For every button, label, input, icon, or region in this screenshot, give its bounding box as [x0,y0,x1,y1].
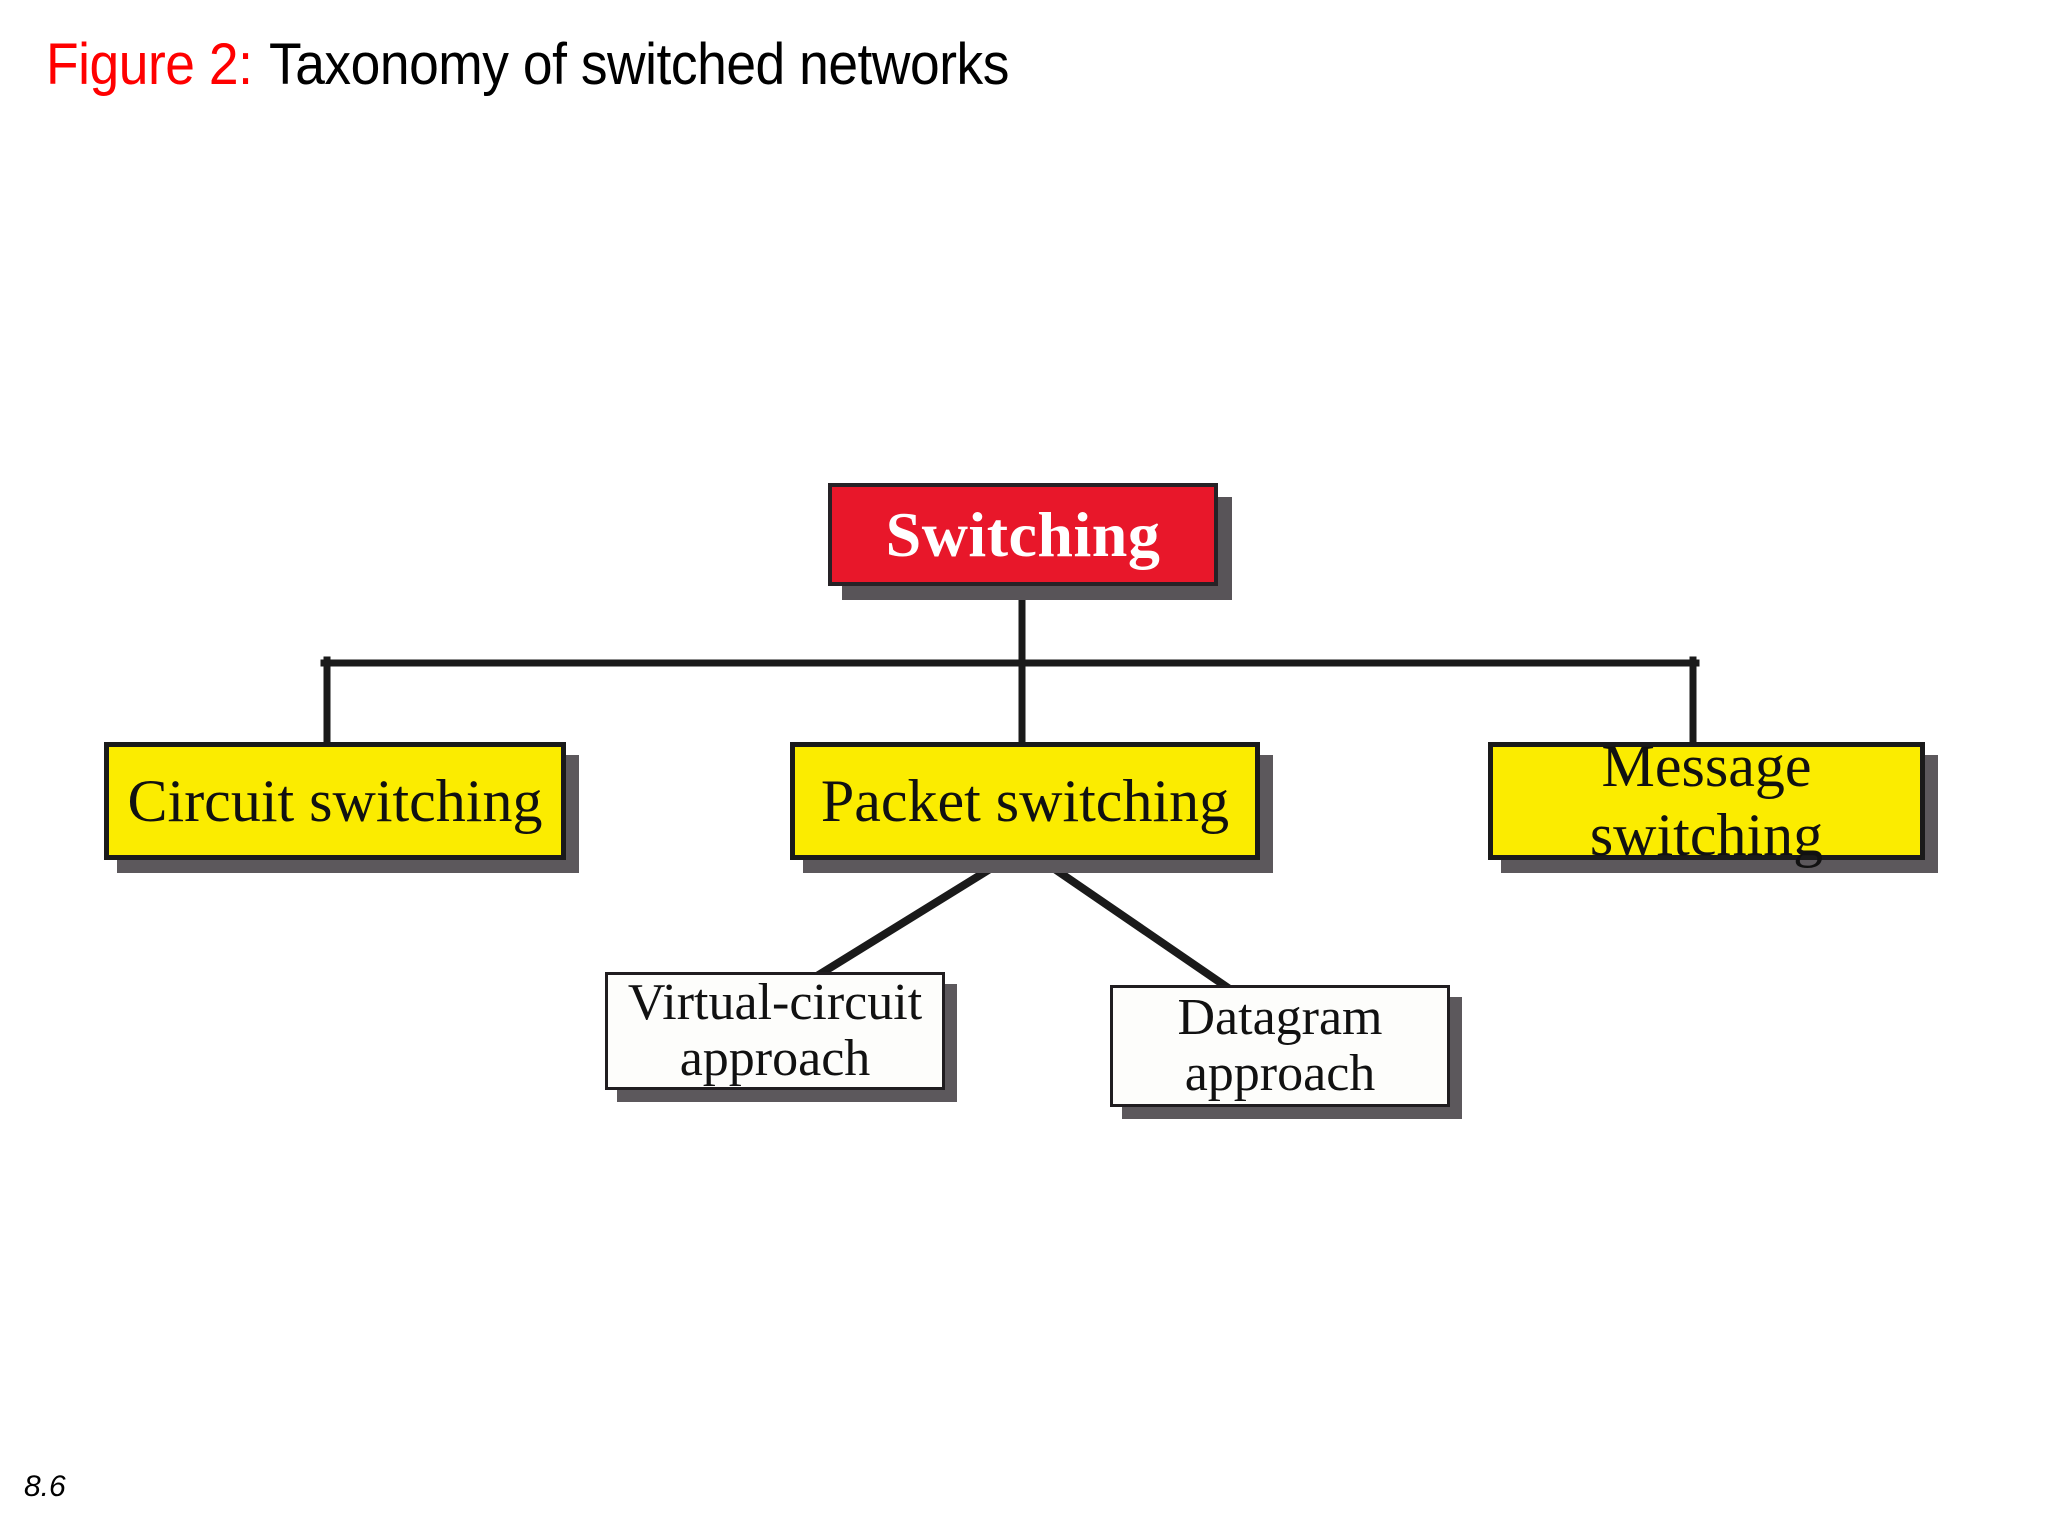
node-virtual-circuit-approach-label: Virtual-circuit approach [627,974,923,1087]
node-switching[interactable]: Switching [828,483,1218,586]
node-packet-switching-label: Packet switching [820,767,1230,834]
node-switching-label: Switching [885,498,1161,570]
page-title: Figure 2:Taxonomy of switched networks [46,30,1009,100]
slide-number: 8.6 [24,1470,66,1503]
node-datagram-approach-label: Datagram approach [1177,989,1383,1102]
node-packet-switching[interactable]: Packet switching [790,742,1260,860]
node-circuit-switching[interactable]: Circuit switching [104,742,566,860]
node-circuit-switching-label: Circuit switching [127,767,543,834]
node-message-switching-label: Message switching [1589,733,1824,868]
node-datagram-approach[interactable]: Datagram approach [1110,985,1450,1107]
figure-caption-label: Taxonomy of switched networks [268,32,1009,97]
node-virtual-circuit-approach[interactable]: Virtual-circuit approach [605,972,945,1090]
node-message-switching[interactable]: Message switching [1488,733,1925,868]
figure-number-label: Figure 2: [46,32,253,97]
